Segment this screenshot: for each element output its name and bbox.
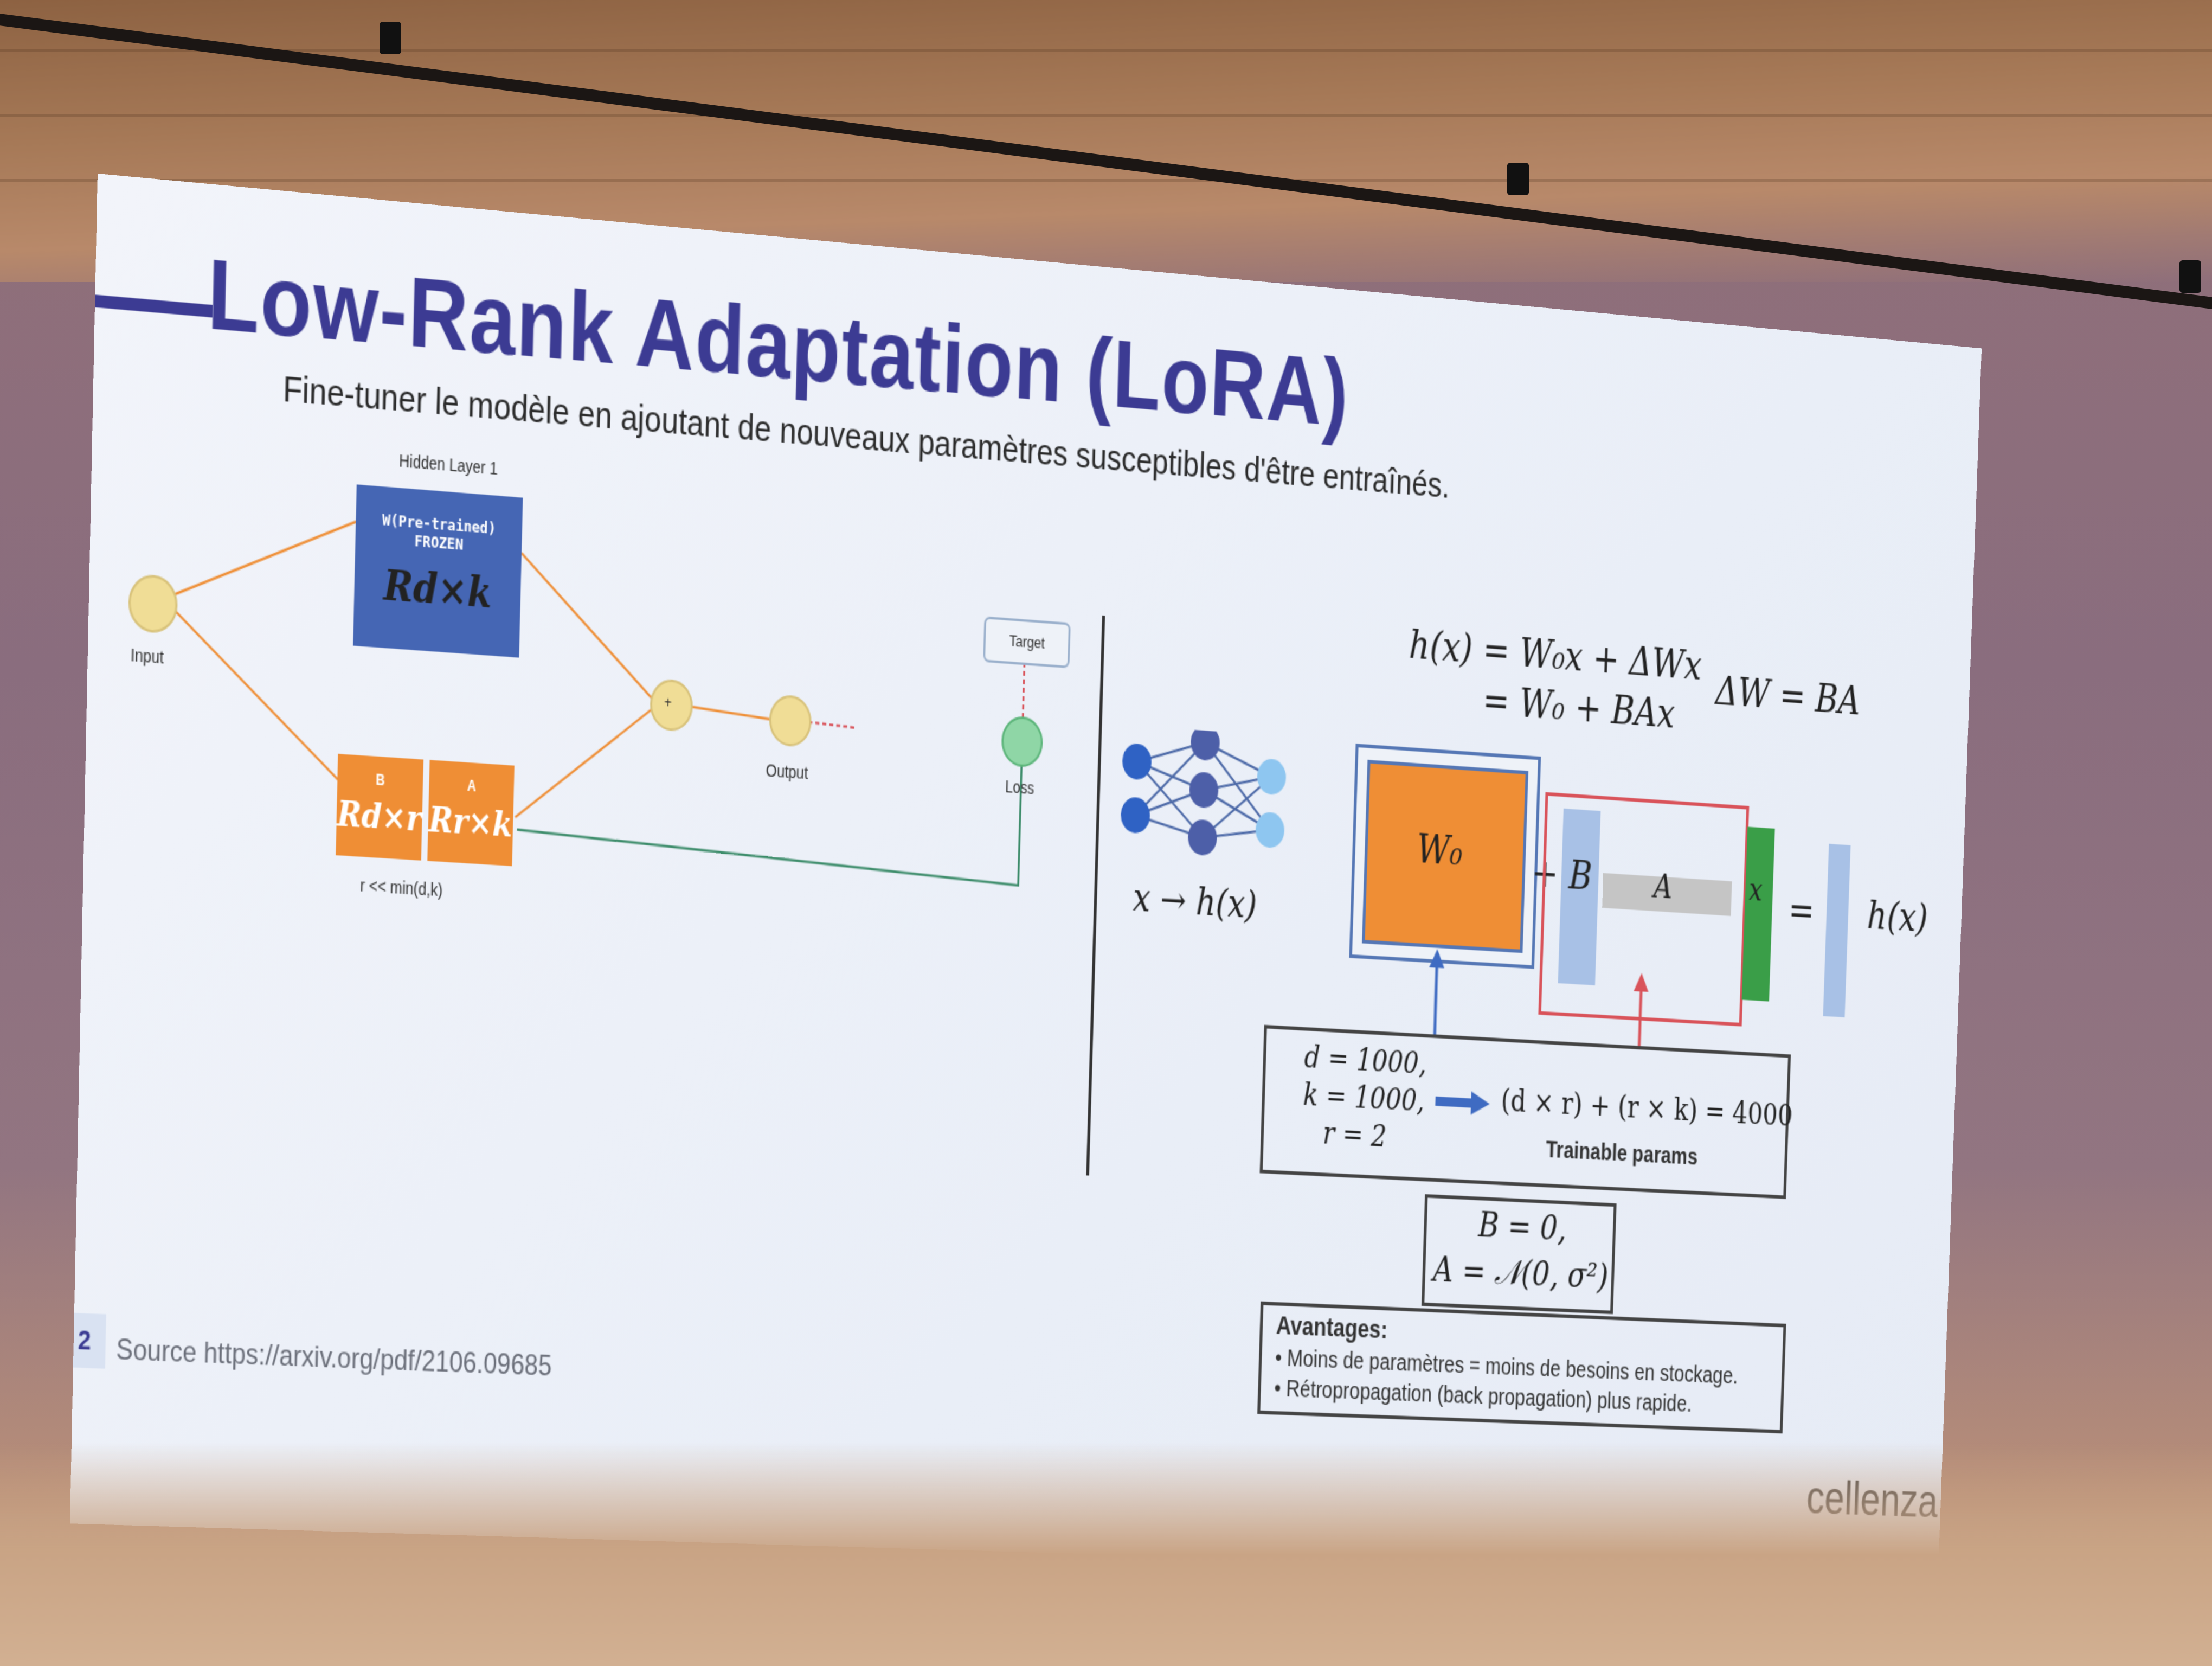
backprop-edge: [516, 732, 1021, 886]
advantages-title: Avantages:: [1276, 1310, 1388, 1344]
equals-sign: =: [1787, 887, 1815, 935]
trainable-params-box: d = 1000, k = 1000, r = 2 (d × r) + (r ×…: [1259, 1024, 1793, 1199]
ceiling-plank: [0, 49, 2212, 52]
neural-network-icon: [1120, 724, 1287, 856]
advantages-box: Avantages: • Moins de paramètres = moins…: [1257, 1301, 1786, 1434]
loss-label: Loss: [1005, 777, 1035, 798]
rail-clip: [380, 22, 401, 54]
b-dimension: Rd×r: [337, 793, 422, 840]
page-number: 2: [69, 1312, 106, 1369]
projection: Low-Rank Adaptation (LoRA) Fine-tuner le…: [69, 174, 1982, 1580]
pretrained-weight-box: W(Pre-trained) FROZEN Rd×k: [353, 484, 523, 658]
w0-matrix: W₀: [1362, 760, 1529, 953]
ceiling-plank: [0, 114, 2212, 117]
edge-input-to-b: [169, 608, 343, 781]
equation-line-2: = W₀ + BAx: [1482, 677, 1676, 739]
lora-a-box: A Rr×k: [427, 760, 515, 867]
edge-output-to-loss: [808, 722, 857, 728]
edge-a-to-plus: [515, 701, 651, 826]
w-dimension: Rd×k: [383, 561, 492, 619]
h-vector-label: h(x): [1866, 892, 1929, 943]
edge-input-to-w: [172, 508, 356, 608]
loss-node: [1002, 716, 1043, 767]
param-result: (d × r) + (r × k) = 4000: [1500, 1084, 1793, 1134]
b-matrix-label: B: [1568, 852, 1593, 900]
b-label: B: [375, 771, 385, 789]
param-d: d = 1000,: [1303, 1040, 1427, 1082]
a-matrix-label: A: [1653, 867, 1673, 907]
a-label: A: [467, 777, 477, 795]
ceiling-plank: [0, 179, 2212, 182]
edge-plus-to-output: [690, 707, 773, 720]
trainable-params-caption: Trainable params: [1545, 1137, 1698, 1171]
edge-w-to-plus: [518, 553, 654, 698]
delta-equation: ΔW = BA: [1714, 668, 1861, 725]
lora-b-box: B Rd×r: [336, 754, 424, 861]
slide: Low-Rank Adaptation (LoRA) Fine-tuner le…: [69, 174, 1982, 1580]
output-label: Output: [766, 760, 808, 783]
equation-line-1: h(x) = W₀x + ΔWx: [1408, 621, 1703, 690]
arrow-right-icon: [1435, 1091, 1490, 1116]
initialization-box: B = 0, A = 𝒩(0, σ²): [1421, 1194, 1617, 1315]
mapping-label: x → h(x): [1132, 874, 1258, 928]
source-link[interactable]: Source https://arxiv.org/pdf/2106.09685: [115, 1333, 552, 1383]
x-vector-label: x: [1748, 873, 1763, 909]
lora-flow-diagram: [77, 174, 1122, 1223]
stage-floor: [0, 1443, 2212, 1666]
rail-clip: [1507, 163, 1529, 195]
output-node: [769, 695, 811, 747]
input-node: [129, 574, 177, 633]
a-init: A = 𝒩(0, σ²): [1432, 1249, 1609, 1298]
plus-node: [651, 680, 692, 731]
target-box: Target: [983, 616, 1071, 669]
plus-label: +: [664, 694, 672, 712]
param-k: k = 1000,: [1302, 1078, 1425, 1119]
input-label: Input: [130, 645, 164, 668]
x-vector: [1741, 826, 1775, 1002]
rail-clip: [2179, 260, 2201, 293]
b-init: B = 0,: [1477, 1204, 1567, 1250]
edge-target-to-loss: [1023, 663, 1025, 720]
h-vector: [1823, 843, 1851, 1017]
w0-label: W₀: [1416, 825, 1464, 876]
param-r: r = 2: [1322, 1116, 1387, 1155]
a-dimension: Rr×k: [428, 799, 513, 845]
